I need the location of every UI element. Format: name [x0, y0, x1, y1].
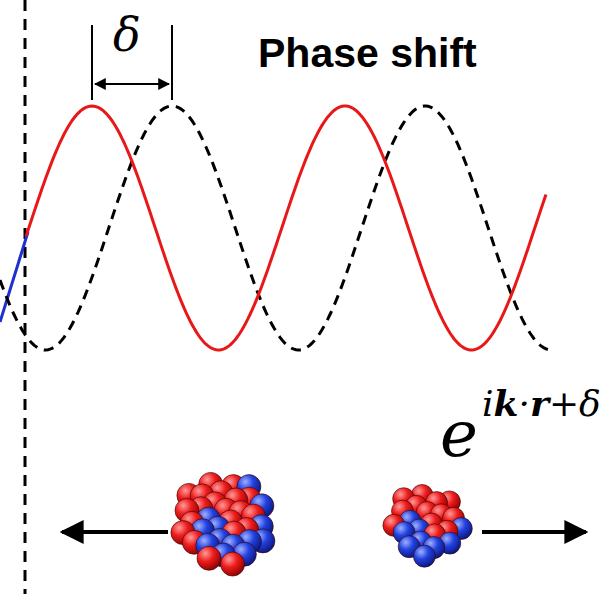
- inner-wave: [0, 232, 28, 322]
- shift-tick: [171, 25, 173, 100]
- phase-label: δ: [113, 12, 141, 58]
- reference-wave: [0, 106, 548, 350]
- large-nucleus: [171, 472, 275, 576]
- small-nucleus: [383, 485, 472, 568]
- title-label: Phase shift: [258, 33, 477, 74]
- nucleon: [197, 546, 221, 570]
- shifted-wave: [26, 106, 546, 350]
- shift-tick: [91, 25, 93, 100]
- nucleon: [413, 545, 435, 567]
- formula-base: e: [440, 402, 478, 466]
- boundary-line: [24, 0, 27, 594]
- nucleon: [221, 552, 245, 576]
- motion-arrow: [482, 530, 586, 534]
- formula-exponent: ik·r+δ: [482, 385, 601, 422]
- shift-arrow: [95, 83, 169, 85]
- motion-arrow: [62, 530, 168, 534]
